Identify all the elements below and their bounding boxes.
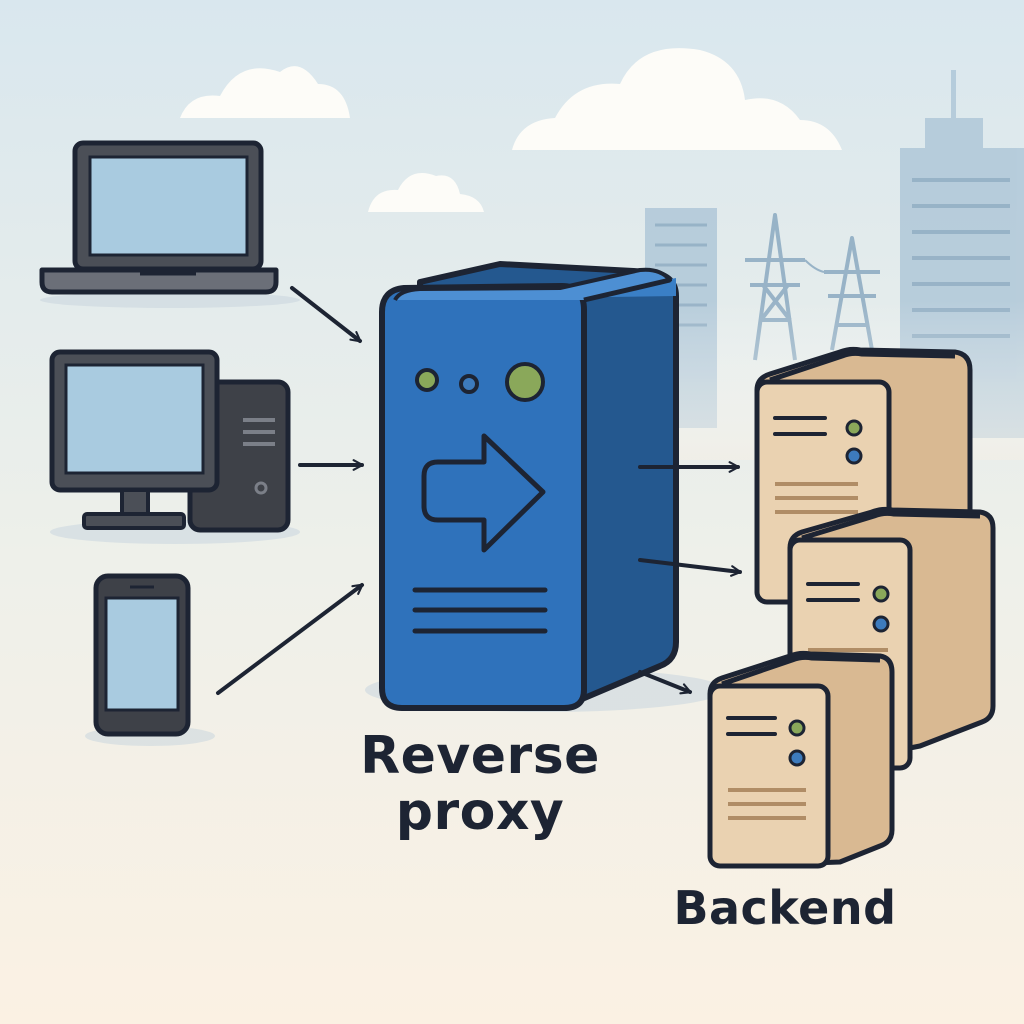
forward-arrow-icon bbox=[421, 433, 546, 553]
laptop-icon bbox=[39, 140, 279, 295]
reverse-proxy-server-icon bbox=[379, 261, 679, 711]
cloud-icon bbox=[512, 48, 842, 150]
status-light bbox=[415, 368, 439, 392]
arrow bbox=[290, 286, 362, 343]
forwarding-arrows bbox=[638, 461, 742, 695]
status-light bbox=[505, 362, 545, 402]
desktop-computer-icon bbox=[49, 349, 291, 533]
arrow bbox=[638, 558, 742, 577]
cloud-icon bbox=[180, 66, 350, 118]
smartphone-icon bbox=[93, 573, 191, 737]
server-icon bbox=[707, 650, 895, 869]
backend-label: Backend bbox=[673, 881, 897, 935]
arrow bbox=[638, 670, 692, 695]
arrow bbox=[216, 583, 364, 695]
status-light bbox=[459, 374, 479, 394]
reverse-proxy-label: Reverse proxy bbox=[360, 726, 600, 842]
request-arrows bbox=[216, 286, 364, 695]
cloud-icon bbox=[368, 173, 484, 212]
